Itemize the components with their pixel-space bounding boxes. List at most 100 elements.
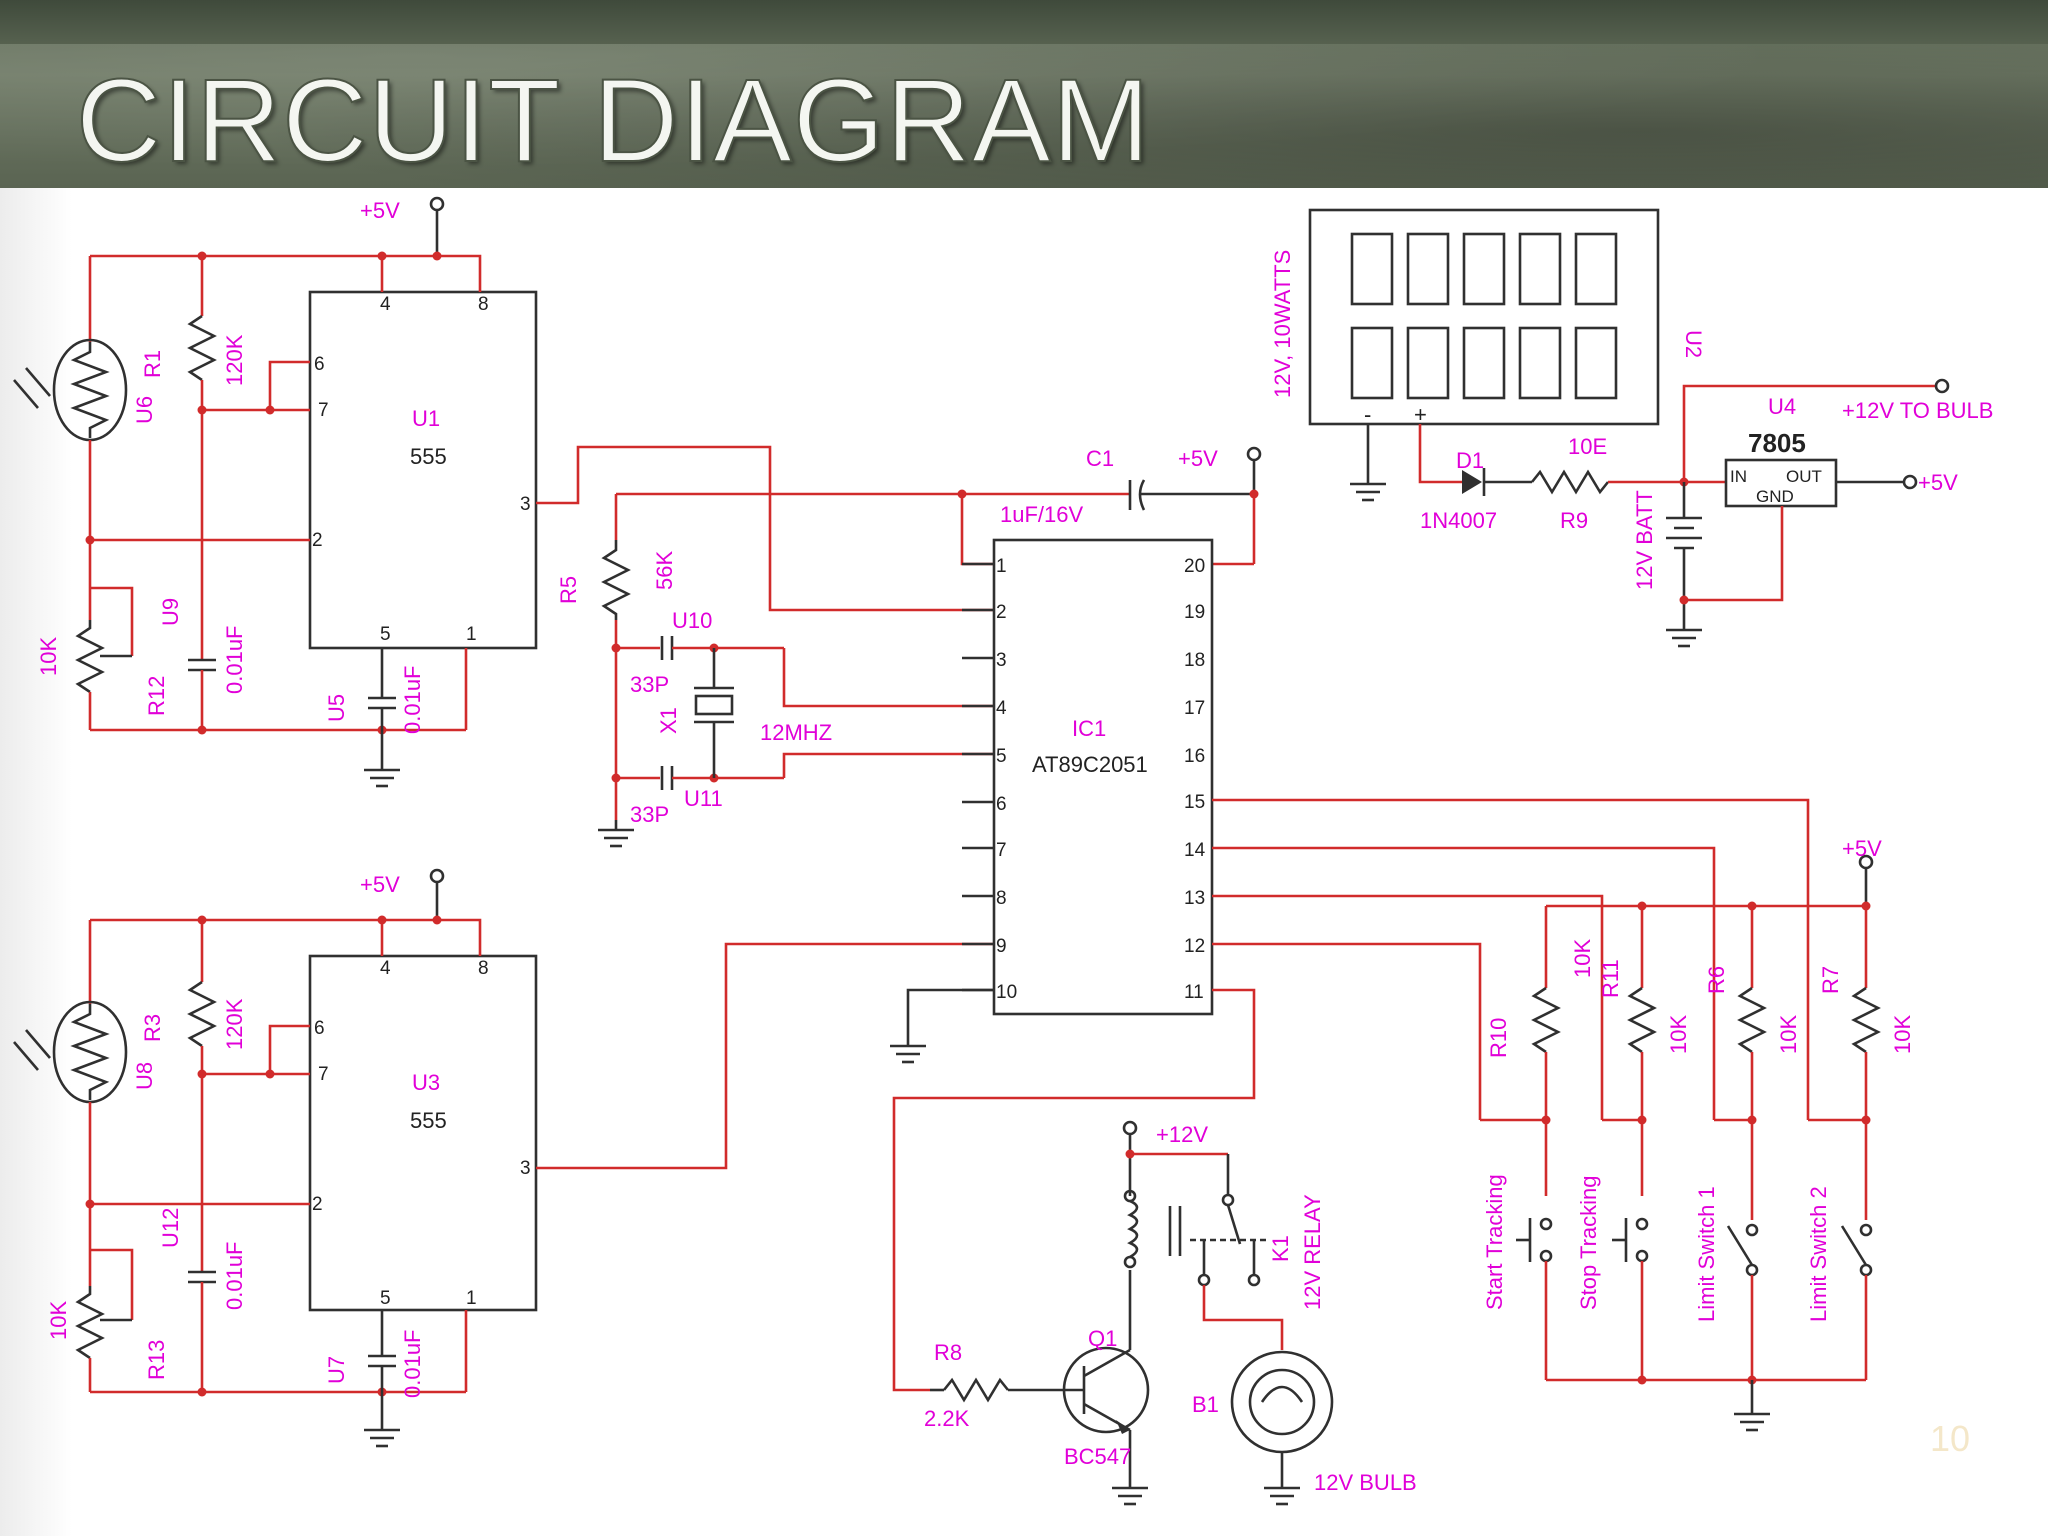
pin-ic1-6: 6 — [996, 794, 1007, 815]
label-bulb: 12V BULB — [1314, 1470, 1417, 1495]
label-u12: U12 — [158, 1208, 183, 1248]
pin-ic1-17: 17 — [1184, 698, 1205, 719]
label-cap-u12: 0.01uF — [222, 1242, 247, 1311]
label-r10: R10 — [1486, 1018, 1511, 1058]
label-12v: +12V — [1156, 1122, 1208, 1147]
pin-u1-3: 3 — [520, 494, 531, 515]
label-r3-value: 120K — [222, 998, 247, 1050]
label-batt: 12V BATT — [1632, 490, 1657, 590]
pin-numbers: 4 8 6 7 2 3 5 1 4 8 6 7 2 3 5 1 1 2 3 4 … — [312, 294, 1206, 1309]
label-5v-u3: +5V — [360, 872, 400, 897]
label-c33p-bottom: 33P — [630, 802, 669, 827]
label-r7: R7 — [1818, 966, 1843, 994]
pin-ic1-4: 4 — [996, 698, 1007, 719]
label-u1: U1 — [412, 406, 440, 431]
label-cap-u5: 0.01uF — [400, 666, 425, 735]
pin-u1-7: 7 — [318, 400, 329, 421]
pin-ic1-9: 9 — [996, 936, 1007, 957]
label-r6-value: 10K — [1776, 1015, 1801, 1054]
label-limit-switch-2: Limit Switch 2 — [1806, 1186, 1831, 1322]
label-limit-switch-1: Limit Switch 1 — [1694, 1186, 1719, 1322]
pin-ic1-12: 12 — [1184, 936, 1205, 957]
label-10e: 10E — [1568, 434, 1607, 459]
label-panel-plus: + — [1414, 402, 1427, 427]
pin-u3-8: 8 — [478, 958, 489, 979]
ic-u1-body — [308, 290, 538, 650]
pin-ic1-19: 19 — [1184, 602, 1205, 623]
label-u6: U6 — [132, 396, 157, 424]
solar-panel — [1308, 208, 1660, 426]
pin-u3-6: 6 — [314, 1018, 325, 1039]
label-r8-value: 2.2K — [924, 1406, 970, 1431]
label-r6: R6 — [1704, 966, 1729, 994]
label-r12-value: 10K — [36, 637, 61, 676]
label-r11-value: 10K — [1666, 1015, 1691, 1054]
label-r10-value: 10K — [1570, 939, 1595, 978]
label-r1: R1 — [140, 350, 165, 378]
label-cap-u7: 0.01uF — [400, 1330, 425, 1399]
label-b1: B1 — [1192, 1392, 1219, 1417]
pin-u1-5: 5 — [380, 624, 391, 645]
slide-content — [0, 188, 2048, 1536]
label-r3: R3 — [140, 1014, 165, 1042]
label-1n4007: 1N4007 — [1420, 508, 1497, 533]
label-r8: R8 — [934, 1340, 962, 1365]
label-start-tracking: Start Tracking — [1482, 1174, 1507, 1310]
slide-title: CIRCUIT DIAGRAM — [75, 55, 1151, 187]
label-r5: R5 — [556, 576, 581, 604]
label-u3: U3 — [412, 1070, 440, 1095]
pin-u1-2: 2 — [312, 530, 323, 551]
label-u3-555: 555 — [410, 1108, 447, 1133]
label-5v-reg: +5V — [1918, 470, 1958, 495]
pin-ic1-1: 1 — [996, 556, 1007, 577]
pin-ic1-11: 11 — [1184, 982, 1204, 1003]
slide-header: CIRCUIT DIAGRAM — [0, 0, 2048, 188]
pin-ic1-18: 18 — [1184, 650, 1205, 671]
pin-ic1-14: 14 — [1184, 840, 1206, 861]
label-x1: X1 — [656, 707, 681, 734]
label-reg-in: IN — [1730, 467, 1747, 486]
label-r12: R12 — [144, 676, 169, 716]
label-r9: R9 — [1560, 508, 1588, 533]
label-u8: U8 — [132, 1062, 157, 1090]
pin-ic1-20: 20 — [1184, 556, 1205, 577]
pin-ic1-16: 16 — [1184, 746, 1205, 767]
pin-u1-6: 6 — [314, 354, 325, 375]
label-r13-value: 10K — [46, 1301, 71, 1340]
label-5v-c1: +5V — [1178, 446, 1218, 471]
label-u9: U9 — [158, 598, 183, 626]
label-at89c2051: AT89C2051 — [1032, 752, 1148, 777]
pin-u1-1: 1 — [466, 624, 477, 645]
label-r5-value: 56K — [652, 551, 677, 590]
pin-ic1-15: 15 — [1184, 792, 1205, 813]
pin-u3-7: 7 — [318, 1064, 329, 1085]
label-r11: R11 — [1598, 959, 1623, 998]
pin-ic1-7: 7 — [996, 840, 1007, 861]
pin-ic1-2: 2 — [996, 602, 1007, 623]
pin-u3-5: 5 — [380, 1288, 391, 1309]
label-u5: U5 — [324, 694, 349, 722]
pin-ic1-5: 5 — [996, 746, 1007, 767]
label-12mhz: 12MHZ — [760, 720, 832, 745]
label-u10: U10 — [672, 608, 712, 633]
label-u7: U7 — [324, 1356, 349, 1384]
pin-u3-3: 3 — [520, 1158, 531, 1179]
ic-u3-body — [308, 954, 538, 1312]
pin-u1-8: 8 — [478, 294, 489, 315]
diagram-labels: +5V +5V +5V +5V +5V +12V U1 555 U3 555 U… — [36, 198, 1993, 1495]
label-r1-value: 120K — [222, 334, 247, 386]
label-r7-value: 10K — [1890, 1015, 1915, 1054]
label-panel-minus: - — [1364, 402, 1371, 427]
label-q1: Q1 — [1088, 1326, 1117, 1351]
label-stop-tracking: Stop Tracking — [1576, 1175, 1601, 1310]
label-bc547: BC547 — [1064, 1444, 1131, 1469]
ic1-body — [992, 538, 1214, 1016]
pin-u3-2: 2 — [312, 1194, 323, 1215]
timer-block-top — [13, 196, 994, 788]
switch-bank — [1480, 854, 1881, 1432]
power-block — [1308, 208, 1950, 648]
label-reg-gnd: GND — [1756, 487, 1794, 506]
label-7805: 7805 — [1748, 428, 1806, 458]
label-c1: C1 — [1086, 446, 1114, 471]
